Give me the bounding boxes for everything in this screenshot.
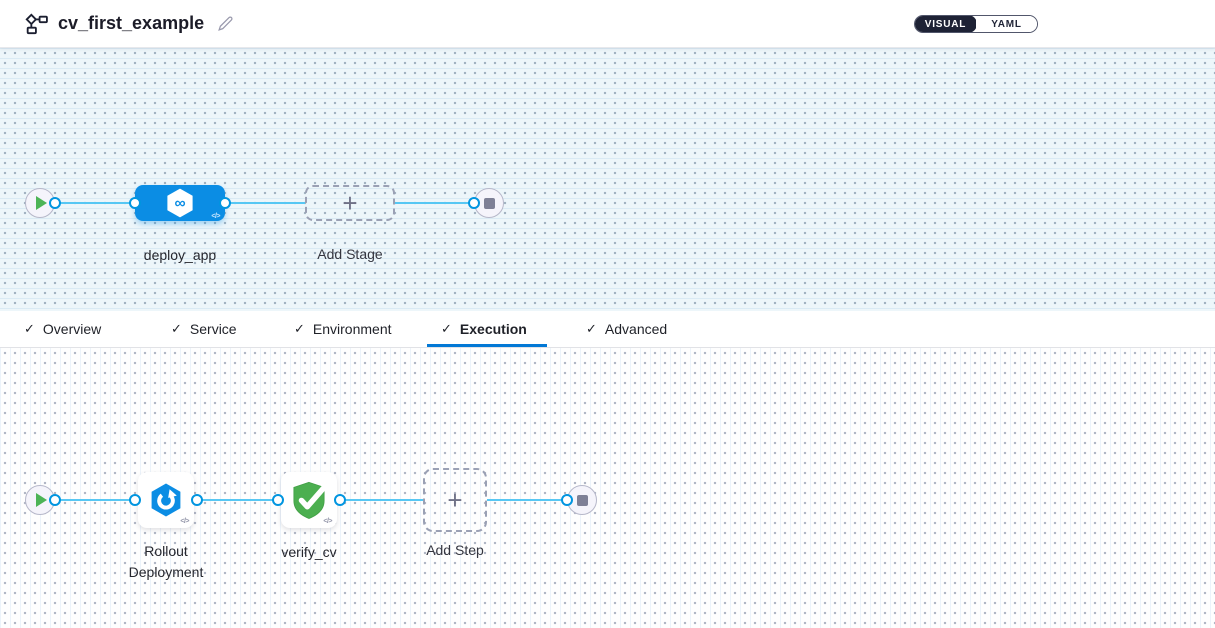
check-icon: ✓ (586, 321, 597, 336)
tab-overview[interactable]: ✓ Overview (24, 321, 102, 337)
step-name-label: verify_cv (281, 544, 337, 560)
connector-dot[interactable] (468, 197, 480, 209)
tab-advanced[interactable]: ✓ Advanced (586, 321, 668, 337)
toggle-visual-button[interactable]: VISUAL (915, 16, 977, 32)
play-icon (36, 196, 47, 210)
check-icon: ✓ (441, 321, 452, 336)
connector-dot[interactable] (49, 197, 61, 209)
stage-config-tabs: ✓ Overview ✓ Service ✓ Environment ✓ Exe… (0, 311, 1215, 348)
execution-canvas: </> Rollout Deployment </> verify_cv + A… (0, 348, 1215, 628)
verify-shield-icon (293, 481, 327, 519)
edge-line (197, 499, 278, 501)
rollout-deployment-icon (151, 483, 181, 517)
add-stage-button[interactable]: + (305, 185, 395, 221)
edge-line (55, 499, 135, 501)
tab-service[interactable]: ✓ Service (171, 321, 237, 337)
stage-name-label: deploy_app (143, 247, 217, 263)
plus-icon: + (342, 188, 358, 218)
toggle-yaml-button[interactable]: YAML (976, 16, 1037, 32)
edge-line (395, 202, 474, 204)
play-icon (36, 493, 47, 507)
add-step-button[interactable]: + (423, 468, 487, 532)
edge-line (487, 499, 567, 501)
connector-dot[interactable] (219, 197, 231, 209)
stop-icon (576, 494, 588, 506)
step-name-label: Rollout Deployment (128, 543, 204, 580)
connector-dot[interactable] (129, 197, 141, 209)
plus-icon: + (447, 485, 463, 515)
cd-stage-hexagon-icon: ∞ (167, 188, 193, 218)
connector-dot[interactable] (272, 494, 284, 506)
step-node-verify-cv[interactable]: </> (281, 472, 337, 528)
code-badge-icon: </> (211, 213, 220, 220)
add-step-label: Add Step (426, 542, 484, 558)
code-badge-icon: </> (323, 518, 332, 525)
tab-environment[interactable]: ✓ Environment (294, 321, 392, 337)
check-icon: ✓ (171, 321, 182, 336)
edge-line (346, 499, 423, 501)
connector-dot[interactable] (129, 494, 141, 506)
visual-yaml-toggle: VISUAL YAML (914, 15, 1038, 33)
stop-icon (483, 197, 495, 209)
edge-line (225, 202, 305, 204)
svg-text:∞: ∞ (174, 195, 185, 212)
pipeline-header: cv_first_example VISUAL YAML (0, 0, 1215, 48)
connector-dot[interactable] (561, 494, 573, 506)
pipeline-title: cv_first_example (58, 13, 205, 33)
edit-pencil-icon[interactable] (216, 14, 235, 33)
check-icon: ✓ (294, 321, 305, 336)
stage-canvas: ∞ </> deploy_app + Add Stage (0, 48, 1215, 311)
code-badge-icon: </> (180, 518, 189, 525)
connector-dot[interactable] (49, 494, 61, 506)
step-node-rollout-deployment[interactable]: </> (138, 472, 194, 528)
connector-dot[interactable] (191, 494, 203, 506)
pipeline-flowchart-icon (25, 13, 48, 34)
stage-node-deploy-app[interactable]: ∞ </> (135, 185, 225, 221)
tab-execution[interactable]: ✓ Execution (441, 321, 527, 337)
add-stage-label: Add Stage (317, 246, 383, 262)
edge-line (55, 202, 135, 204)
connector-dot[interactable] (334, 494, 346, 506)
check-icon: ✓ (24, 321, 35, 336)
active-tab-underline (427, 344, 547, 347)
